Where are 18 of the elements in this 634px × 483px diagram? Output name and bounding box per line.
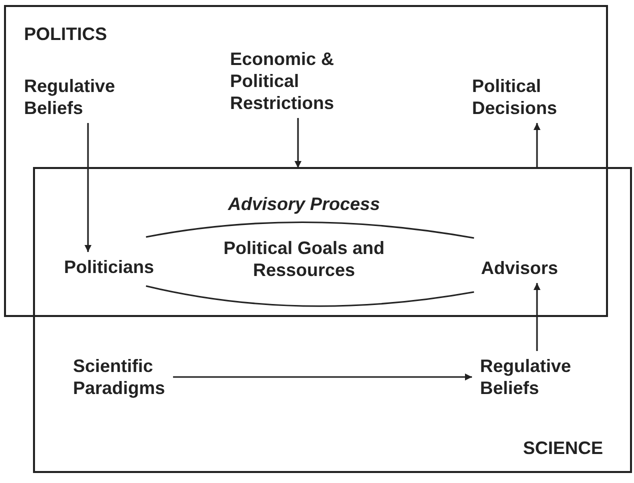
arrow [534,123,540,168]
node-label: Politicians [63,256,156,279]
science-area [33,167,632,473]
arrow [173,374,472,380]
arrow [84,123,92,252]
node-label: Advisors [480,257,560,280]
arrow [294,118,302,168]
process-title: Advisory Process [226,193,382,215]
process-label: Political Goals and Ressources [222,237,386,281]
node-label: Political Decisions [471,75,558,120]
node-label: Regulative Beliefs [479,355,572,400]
arrow [534,283,540,351]
area-heading: SCIENCE [523,437,604,459]
node-label: Regulative Beliefs [23,75,116,120]
area-heading: POLITICS [24,23,108,45]
politics-area [4,5,608,317]
node-label: Economic & Political Restrictions [229,48,336,115]
node-label: Scientific Paradigms [72,355,166,400]
